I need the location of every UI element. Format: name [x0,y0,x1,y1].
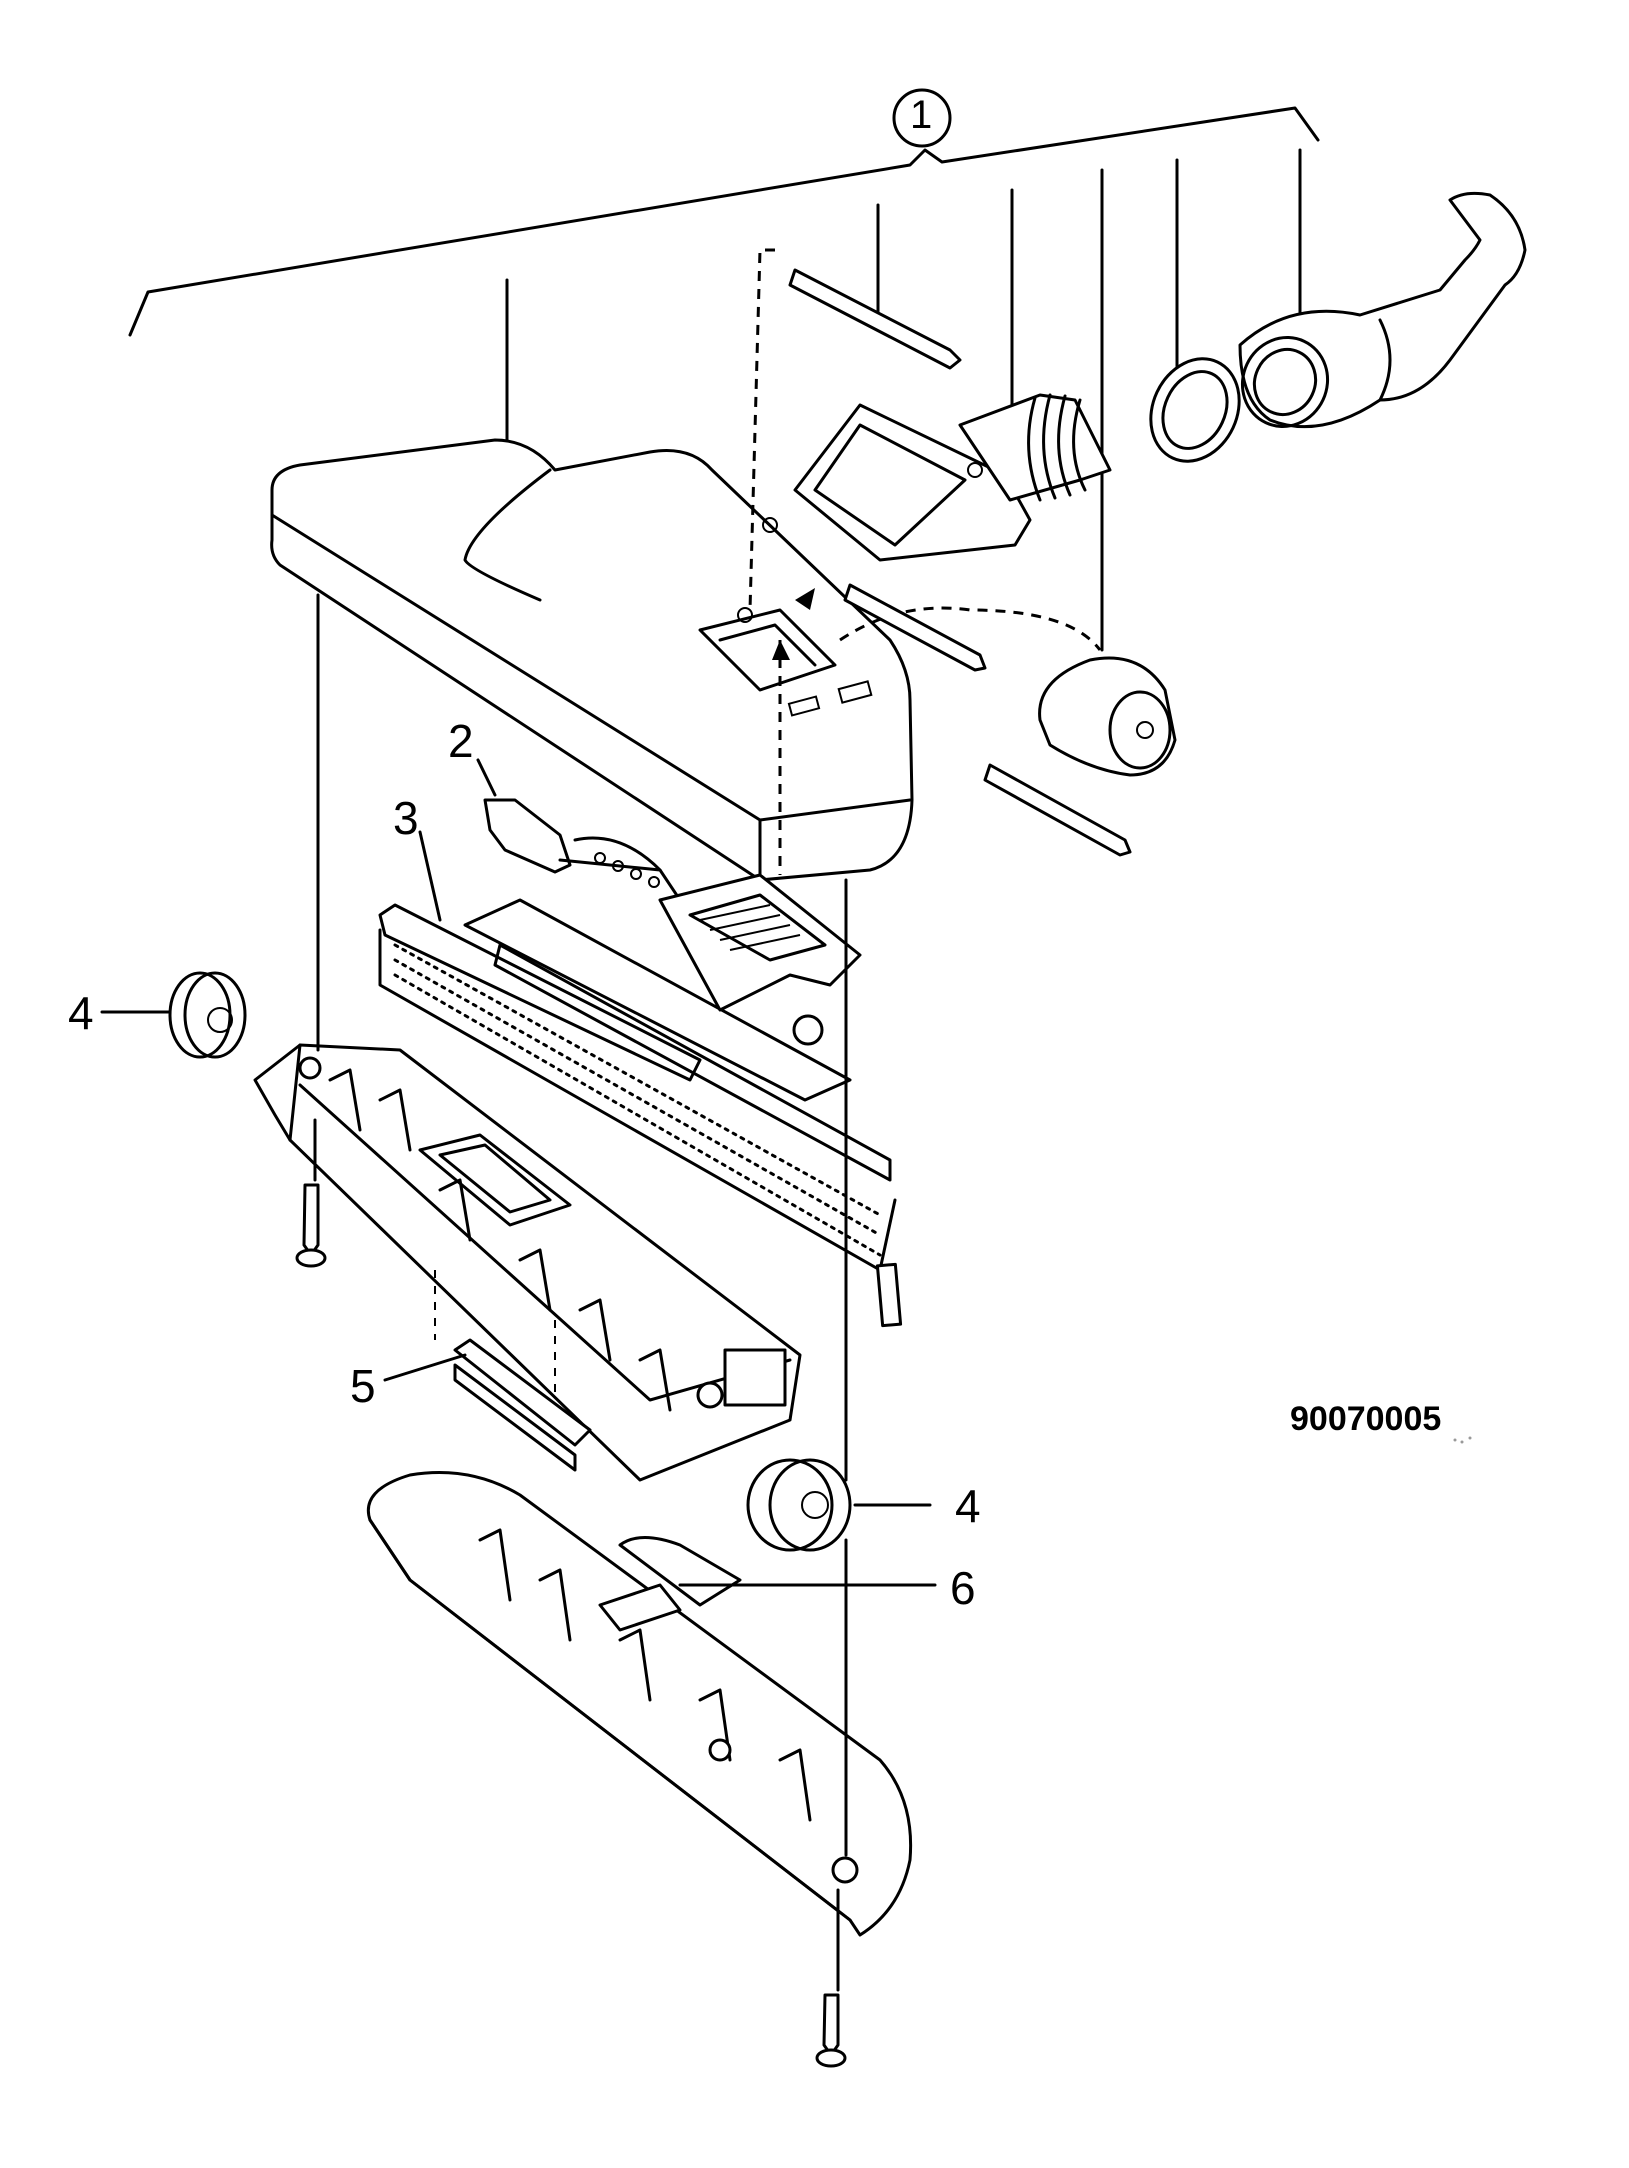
pad [434,1270,592,1472]
wheel-left [168,971,247,1059]
swivel-joint [793,393,1112,562]
callout-6: 6 [950,1562,976,1614]
seal-ring [1149,357,1241,463]
callout-4-right: 4 [955,1480,981,1532]
guide-lines [313,593,848,1992]
brush-holder [253,1043,802,1482]
callout-4-left: 4 [68,987,94,1039]
callout-2: 2 [448,715,474,767]
wheel-right [746,1458,852,1552]
callout-3: 3 [393,792,419,844]
speck [1453,1436,1472,1444]
assembly-bracket [128,88,1320,337]
brush-assembly [378,873,903,1328]
callout-leaders [100,758,937,1587]
angled-tube [1238,191,1527,429]
knob [1038,656,1177,777]
base-plate [367,1471,913,1937]
slider-bar [483,798,692,917]
callout-5: 5 [350,1360,376,1412]
screw-bottom [815,1993,847,2068]
assembly-callout-label: 1 [910,93,933,137]
pins [788,268,1132,857]
document-number: 90070005 [1290,1400,1442,1438]
screw-left [295,1183,327,1268]
